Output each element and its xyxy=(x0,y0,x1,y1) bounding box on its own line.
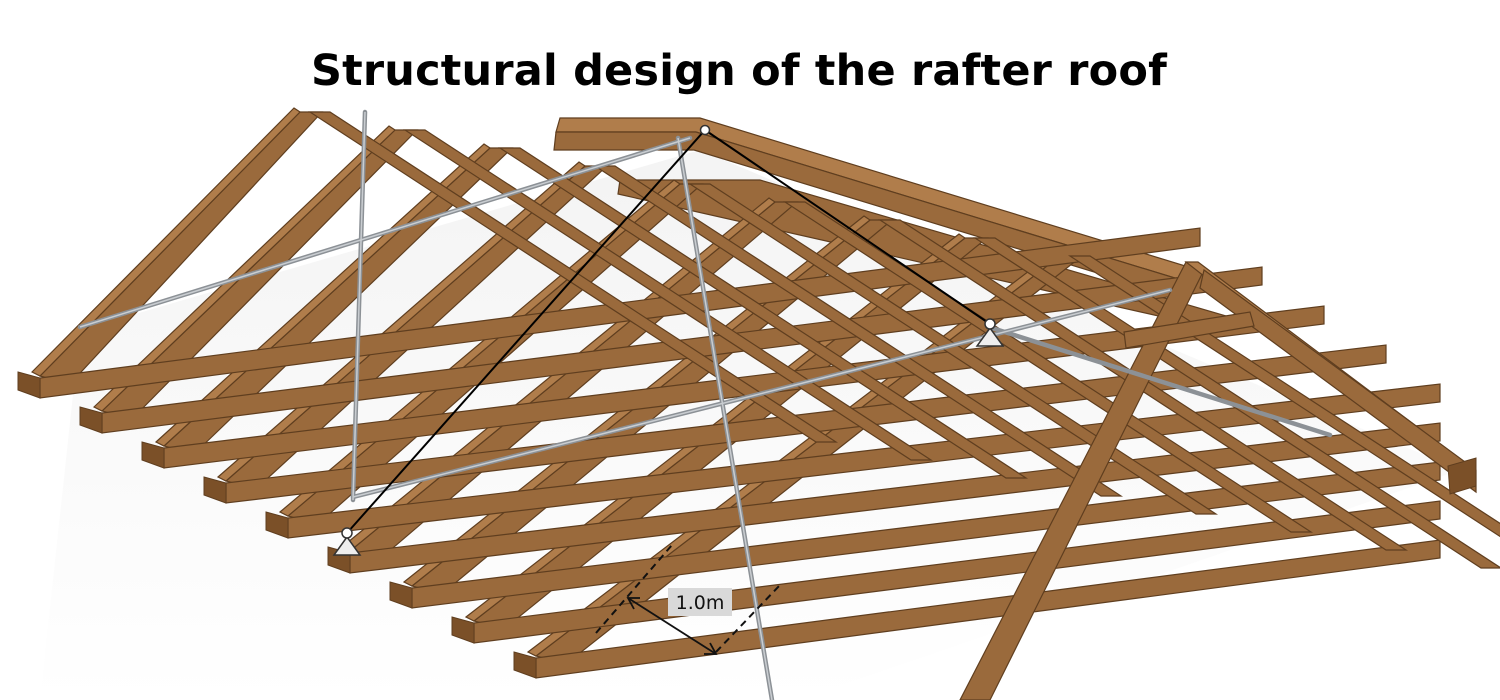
gable-frame xyxy=(959,261,1477,700)
tie-beam-end-2 xyxy=(79,406,103,434)
tie-beam-end-9 xyxy=(513,651,537,679)
rafter-spacing-dimension: 1.0m xyxy=(595,544,781,655)
structural-model xyxy=(332,124,1005,556)
pinned-support-right xyxy=(975,318,1005,347)
rafter-left-top-2 xyxy=(92,125,396,412)
tie-beam-end-4 xyxy=(203,476,227,504)
dimension-label: 1.0m xyxy=(676,592,725,614)
page-title: Structural design of the rafter roof xyxy=(310,46,1168,96)
rafter-right-3 xyxy=(497,147,1029,479)
rafter-right-5 xyxy=(687,183,1219,515)
rafter-right-2 xyxy=(402,129,934,461)
rafter-left-top-1 xyxy=(30,107,301,377)
tie-beam-end-3 xyxy=(141,441,165,469)
pinned-support-left xyxy=(332,527,362,556)
tie-beam-end-8 xyxy=(451,616,475,644)
rafter-right-1 xyxy=(307,111,839,443)
rafter-right-4 xyxy=(592,165,1124,497)
wind-bracing xyxy=(77,109,1333,700)
tie-beam-end-1 xyxy=(17,371,41,399)
ridge-hinge-node xyxy=(699,124,711,136)
tie-beam-end-5 xyxy=(265,511,289,539)
rafter-right-8 xyxy=(972,237,1500,569)
tie-beam-end-7 xyxy=(389,581,413,609)
